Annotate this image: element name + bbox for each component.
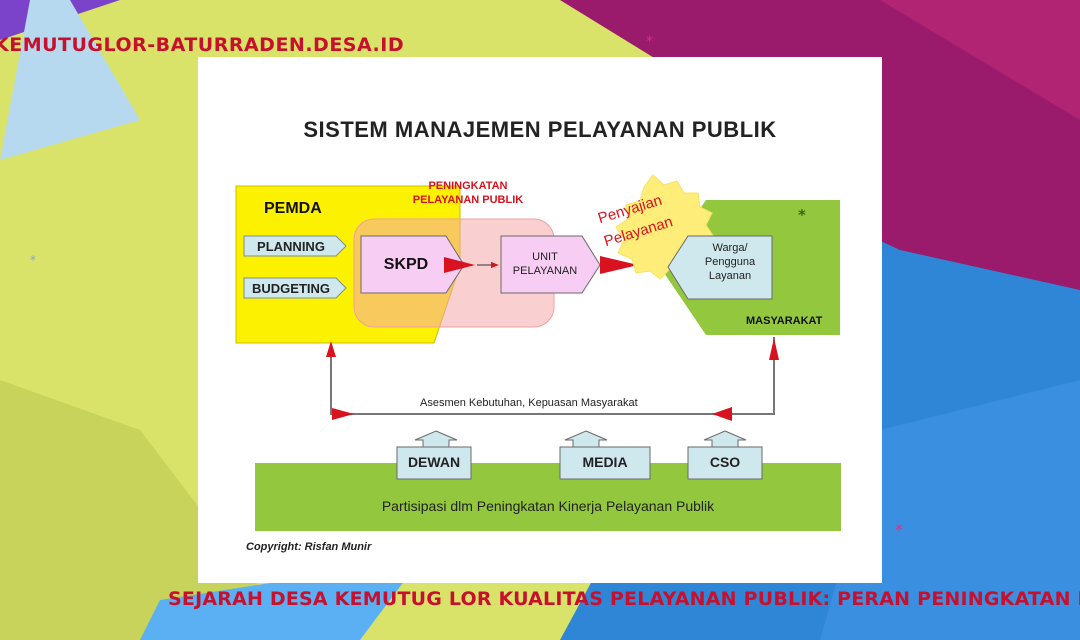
partisipasi-label: Partisipasi dlm Peningkatan Kinerja Pela… [381, 498, 715, 514]
feedback-mark-right [769, 338, 779, 360]
svg-text:*: * [895, 520, 903, 539]
article-title[interactable]: SEJARAH DESA KEMUTUG LOR KUALITAS PELAYA… [168, 588, 1080, 610]
asesmen-label: Asesmen Kebutuhan, Kepuasan Masyarakat [420, 397, 638, 409]
cso-up-arrow [703, 430, 747, 449]
skpd-label: SKPD [383, 256, 429, 273]
budgeting-label: BUDGETING [252, 281, 330, 296]
dewan-up-arrow [414, 430, 458, 449]
media-up-arrow [564, 430, 608, 449]
diagram-shapes: * [235, 174, 841, 531]
budgeting-arrow [243, 277, 347, 299]
warga-label-3: Layanan [708, 270, 752, 282]
dewan-box-front [396, 446, 472, 480]
feedback-mark-bottom-right [712, 407, 732, 421]
diagram-title: SISTEM MANAJEMEN PELAYANAN PUBLIK [303, 117, 777, 142]
pemda-label: PEMDA [264, 200, 322, 217]
svg-text:*: * [646, 34, 653, 50]
skpd-box [360, 235, 465, 294]
unit-red-arrow [600, 256, 638, 274]
masyarakat-label: MASYARAKAT [746, 315, 823, 327]
planning-label: PLANNING [257, 239, 325, 254]
diagram-card: * SISTEM MANAJEMEN PELAYANAN PUBLIK PEMD… [198, 57, 882, 583]
warga-label-2: Pengguna [704, 256, 756, 268]
media-box-front [559, 446, 651, 480]
feedback-mark-bottom-left [332, 408, 354, 420]
skpd-red-arrow [444, 257, 475, 273]
feedback-loop-line [330, 337, 775, 415]
cso-label: CSO [709, 454, 741, 470]
unit-label-1: UNIT [532, 251, 558, 263]
star-mark: * [798, 206, 806, 224]
cso-box-front [687, 446, 763, 480]
feedback-arrow-up [326, 341, 336, 357]
dewan-label: DEWAN [407, 454, 461, 470]
site-label[interactable]: KEMUTUGLOR-BATURRADEN.DESA.ID [0, 34, 405, 56]
media-label: MEDIA [582, 454, 628, 470]
warga-label-1: Warga/ [712, 242, 748, 254]
unit-label-2: PELAYANAN [512, 265, 578, 277]
warga-box [667, 235, 773, 300]
copyright-label: Copyright: Risfan Munir [246, 541, 372, 553]
svg-text:*: * [30, 253, 36, 267]
peningkatan-label-2: PELAYANAN PUBLIK [412, 194, 524, 206]
planning-arrow [243, 235, 347, 257]
peningkatan-label-1: PENINGKATAN [428, 180, 508, 192]
unit-pelayanan-box [500, 235, 601, 294]
